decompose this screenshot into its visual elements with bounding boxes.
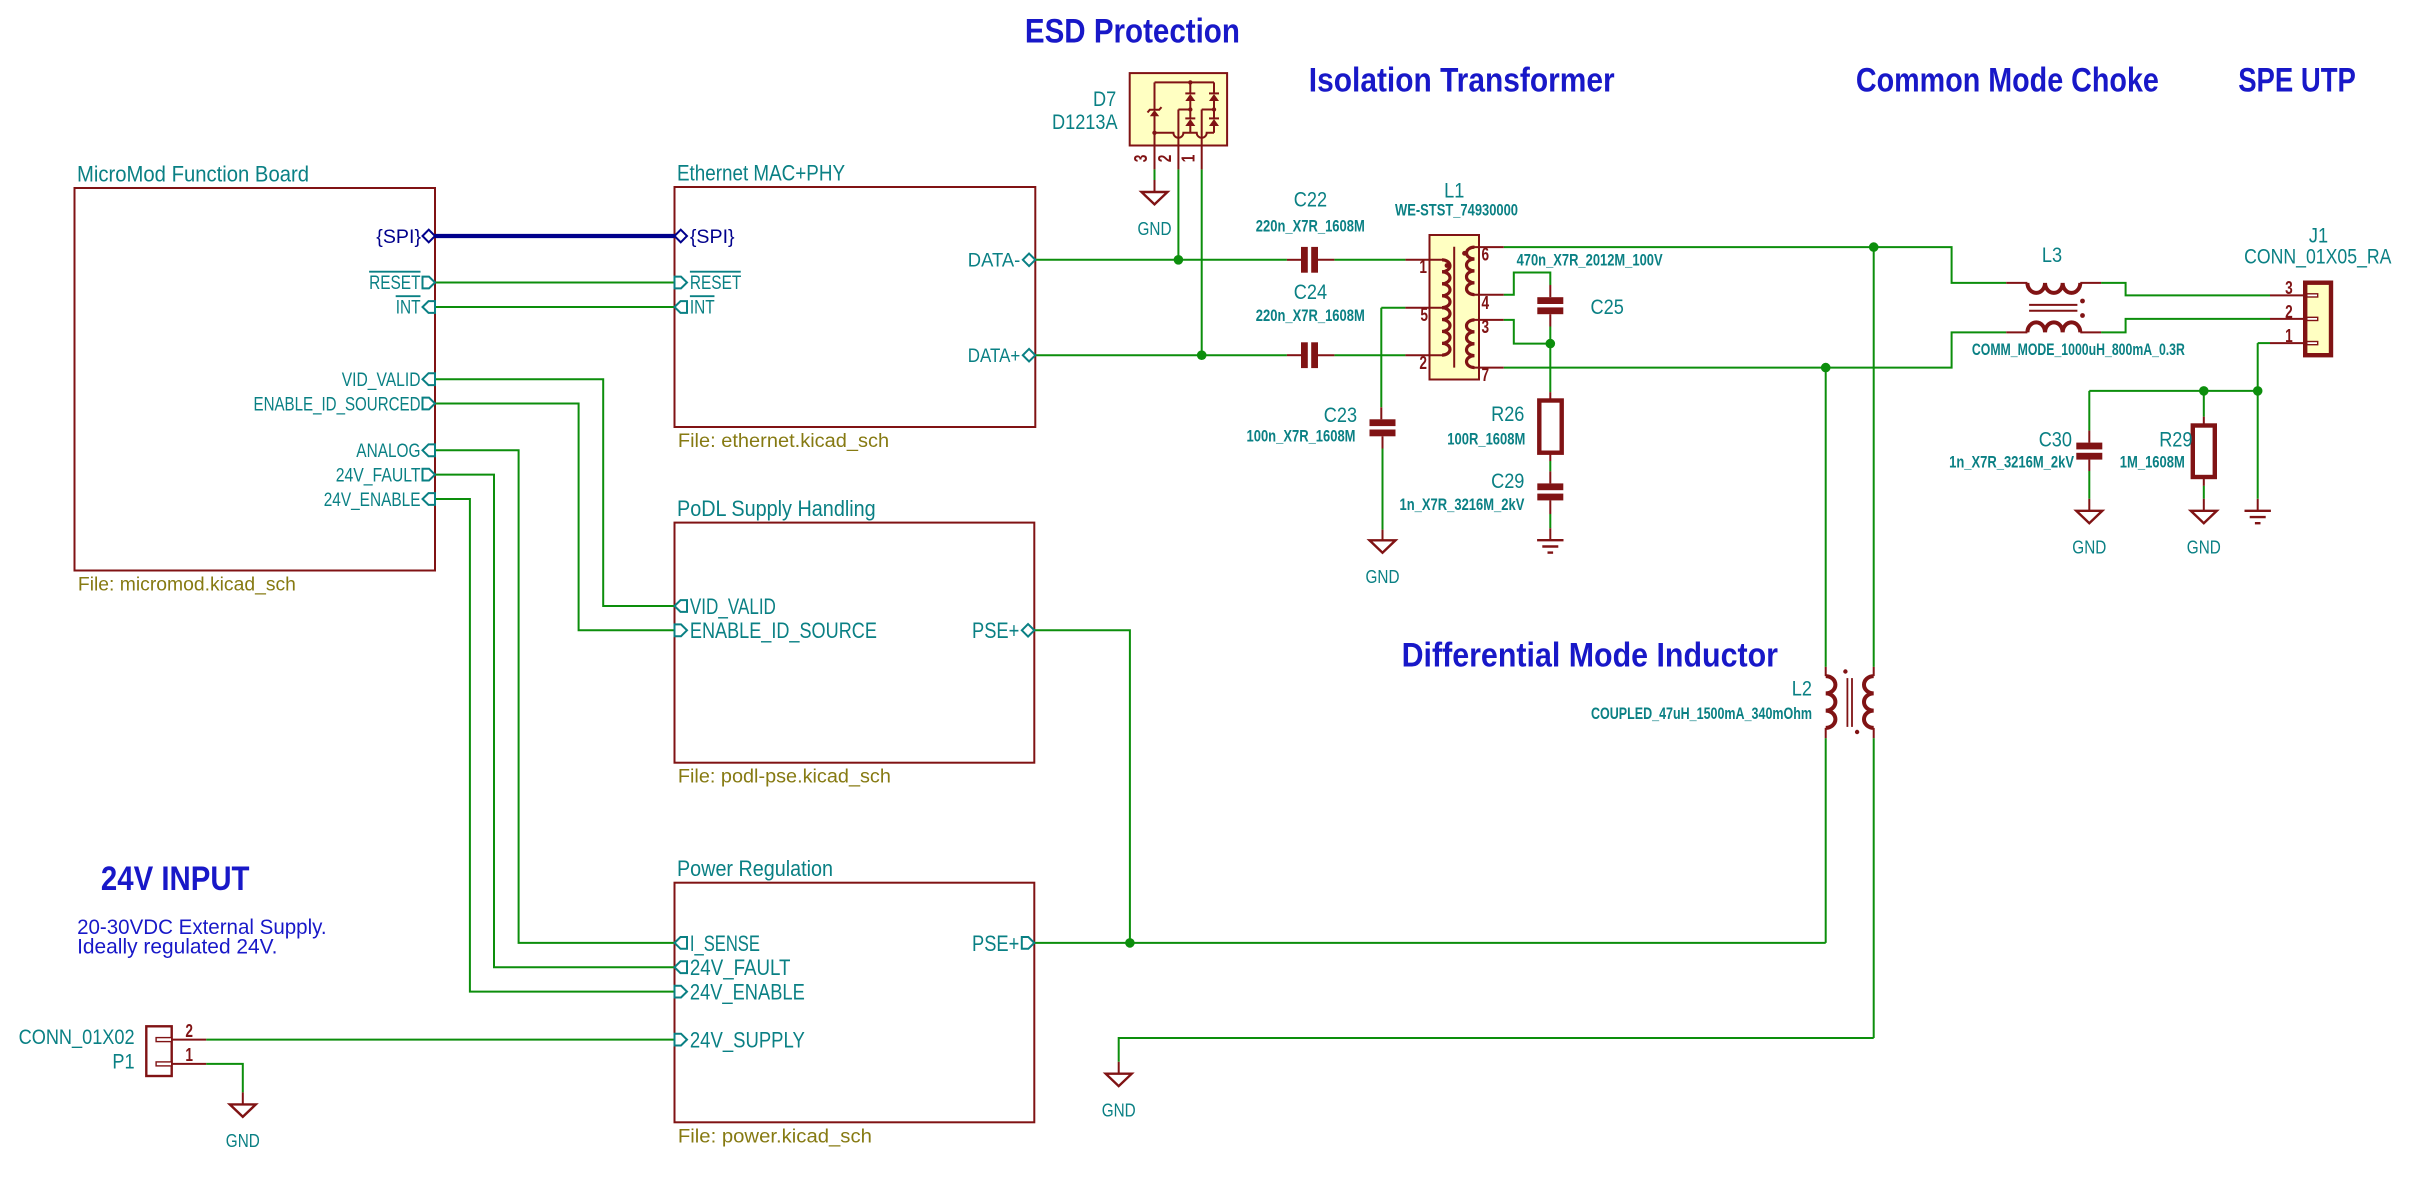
svg-text:24V_ENABLE: 24V_ENABLE [690,980,805,1005]
svg-text:GND: GND [1138,218,1172,239]
svg-text:PSE+: PSE+ [972,931,1019,956]
svg-text:R26: R26 [1491,403,1524,426]
svg-text:R29: R29 [2159,429,2192,452]
svg-text:ANALOG: ANALOG [356,441,420,462]
svg-text:RESET: RESET [369,273,421,294]
svg-text:GND: GND [2072,537,2106,558]
svg-text:File: ethernet.kicad_sch: File: ethernet.kicad_sch [678,430,889,452]
svg-text:1n_X7R_3216M_2kV: 1n_X7R_3216M_2kV [1949,453,2074,472]
svg-text:PoDL Supply Handling: PoDL Supply Handling [677,496,876,521]
svg-text:D7: D7 [1093,88,1116,111]
svg-text:L2: L2 [1792,677,1812,700]
svg-text:CONN_01X05_RA: CONN_01X05_RA [2244,246,2391,269]
svg-text:3: 3 [1482,316,1490,337]
svg-text:7: 7 [1482,364,1490,385]
svg-text:Common Mode Choke: Common Mode Choke [1856,62,2159,100]
svg-text:2: 2 [1419,352,1427,373]
svg-text:VID_VALID: VID_VALID [342,370,421,391]
svg-text:3: 3 [1130,155,1151,163]
svg-text:INT: INT [690,298,715,319]
svg-text:24V_SUPPLY: 24V_SUPPLY [690,1028,805,1053]
svg-text:1: 1 [1178,155,1199,163]
svg-text:File: podl-pse.kicad_sch: File: podl-pse.kicad_sch [678,766,891,788]
svg-text:{SPI}: {SPI} [376,227,421,248]
svg-text:PSE+: PSE+ [972,618,1019,643]
svg-text:GND: GND [2187,537,2221,558]
svg-text:3: 3 [2285,277,2293,298]
svg-text:24V_FAULT: 24V_FAULT [336,465,421,486]
svg-text:ENABLE_ID_SOURCE: ENABLE_ID_SOURCE [690,618,877,643]
svg-text:D1213A: D1213A [1052,111,1118,134]
svg-text:GND: GND [226,1130,260,1151]
svg-text:1n_X7R_3216M_2kV: 1n_X7R_3216M_2kV [1400,495,1525,514]
svg-text:1: 1 [1419,256,1427,277]
svg-text:L3: L3 [2042,244,2062,267]
svg-text:Ideally regulated 24V.: Ideally regulated 24V. [77,935,277,959]
svg-text:COMM_MODE_1000uH_800mA_0.3R: COMM_MODE_1000uH_800mA_0.3R [1972,340,2185,359]
svg-text:WE-STST_74930000: WE-STST_74930000 [1395,201,1518,220]
svg-text:2: 2 [2285,301,2293,322]
svg-text:RESET: RESET [690,273,742,294]
svg-text:MicroMod Function Board: MicroMod Function Board [77,162,309,187]
svg-text:P1: P1 [112,1050,134,1073]
svg-text:INT: INT [396,298,421,319]
svg-text:VID_VALID: VID_VALID [690,594,776,619]
svg-text:6: 6 [1482,244,1490,265]
svg-text:C30: C30 [2039,429,2072,452]
svg-text:Isolation Transformer: Isolation Transformer [1309,62,1615,100]
svg-text:DATA-: DATA- [968,251,1021,272]
svg-text:File: micromod.kicad_sch: File: micromod.kicad_sch [78,574,296,596]
svg-text:24V_FAULT: 24V_FAULT [690,955,791,980]
svg-text:100R_1608M: 100R_1608M [1447,429,1525,448]
svg-text:C29: C29 [1491,470,1524,493]
svg-text:File: power.kicad_sch: File: power.kicad_sch [678,1125,872,1147]
svg-text:CONN_01X02: CONN_01X02 [19,1026,135,1049]
svg-text:5: 5 [1420,304,1428,325]
svg-text:470n_X7R_2012M_100V: 470n_X7R_2012M_100V [1517,250,1663,269]
svg-text:1: 1 [185,1044,193,1065]
svg-text:GND: GND [1366,566,1400,587]
svg-text:24V_ENABLE: 24V_ENABLE [324,490,421,511]
svg-text:Ethernet MAC+PHY: Ethernet MAC+PHY [677,161,845,186]
svg-text:220n_X7R_1608M: 220n_X7R_1608M [1256,217,1365,236]
svg-text:GND: GND [1102,1100,1136,1121]
svg-text:ENABLE_ID_SOURCED: ENABLE_ID_SOURCED [254,394,421,415]
svg-text:4: 4 [1482,292,1490,313]
svg-text:220n_X7R_1608M: 220n_X7R_1608M [1256,306,1365,325]
svg-text:L1: L1 [1444,180,1464,203]
svg-text:Power Regulation: Power Regulation [677,856,833,881]
svg-text:100n_X7R_1608M: 100n_X7R_1608M [1247,427,1356,446]
svg-text:I_SENSE: I_SENSE [690,931,760,956]
svg-text:24V INPUT: 24V INPUT [101,860,250,898]
svg-text:2: 2 [185,1020,193,1041]
svg-text:Differential Mode Inductor: Differential Mode Inductor [1402,636,1778,674]
svg-text:ESD Protection: ESD Protection [1025,13,1240,51]
svg-text:20-30VDC External Supply.: 20-30VDC External Supply. [77,915,327,939]
svg-text:C24: C24 [1294,281,1327,304]
svg-text:{SPI}: {SPI} [690,227,735,248]
svg-text:C22: C22 [1294,189,1327,212]
svg-text:SPE UTP: SPE UTP [2238,62,2356,100]
svg-text:C23: C23 [1324,404,1357,427]
svg-text:J1: J1 [2309,224,2328,247]
svg-text:DATA+: DATA+ [968,346,1021,367]
svg-text:1: 1 [2285,325,2293,346]
svg-text:C25: C25 [1591,296,1624,319]
svg-text:1M_1608M: 1M_1608M [2120,453,2185,472]
svg-text:2: 2 [1154,155,1175,163]
svg-text:COUPLED_47uH_1500mA_340mOhm: COUPLED_47uH_1500mA_340mOhm [1591,704,1812,723]
